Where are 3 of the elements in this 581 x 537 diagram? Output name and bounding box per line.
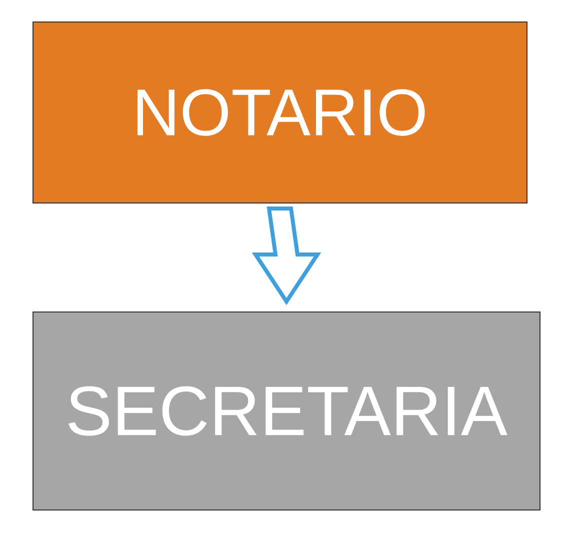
process-box: SECRETARIA [32,311,540,510]
block-arrow [252,206,322,306]
process-box: NOTARIO [32,22,528,204]
